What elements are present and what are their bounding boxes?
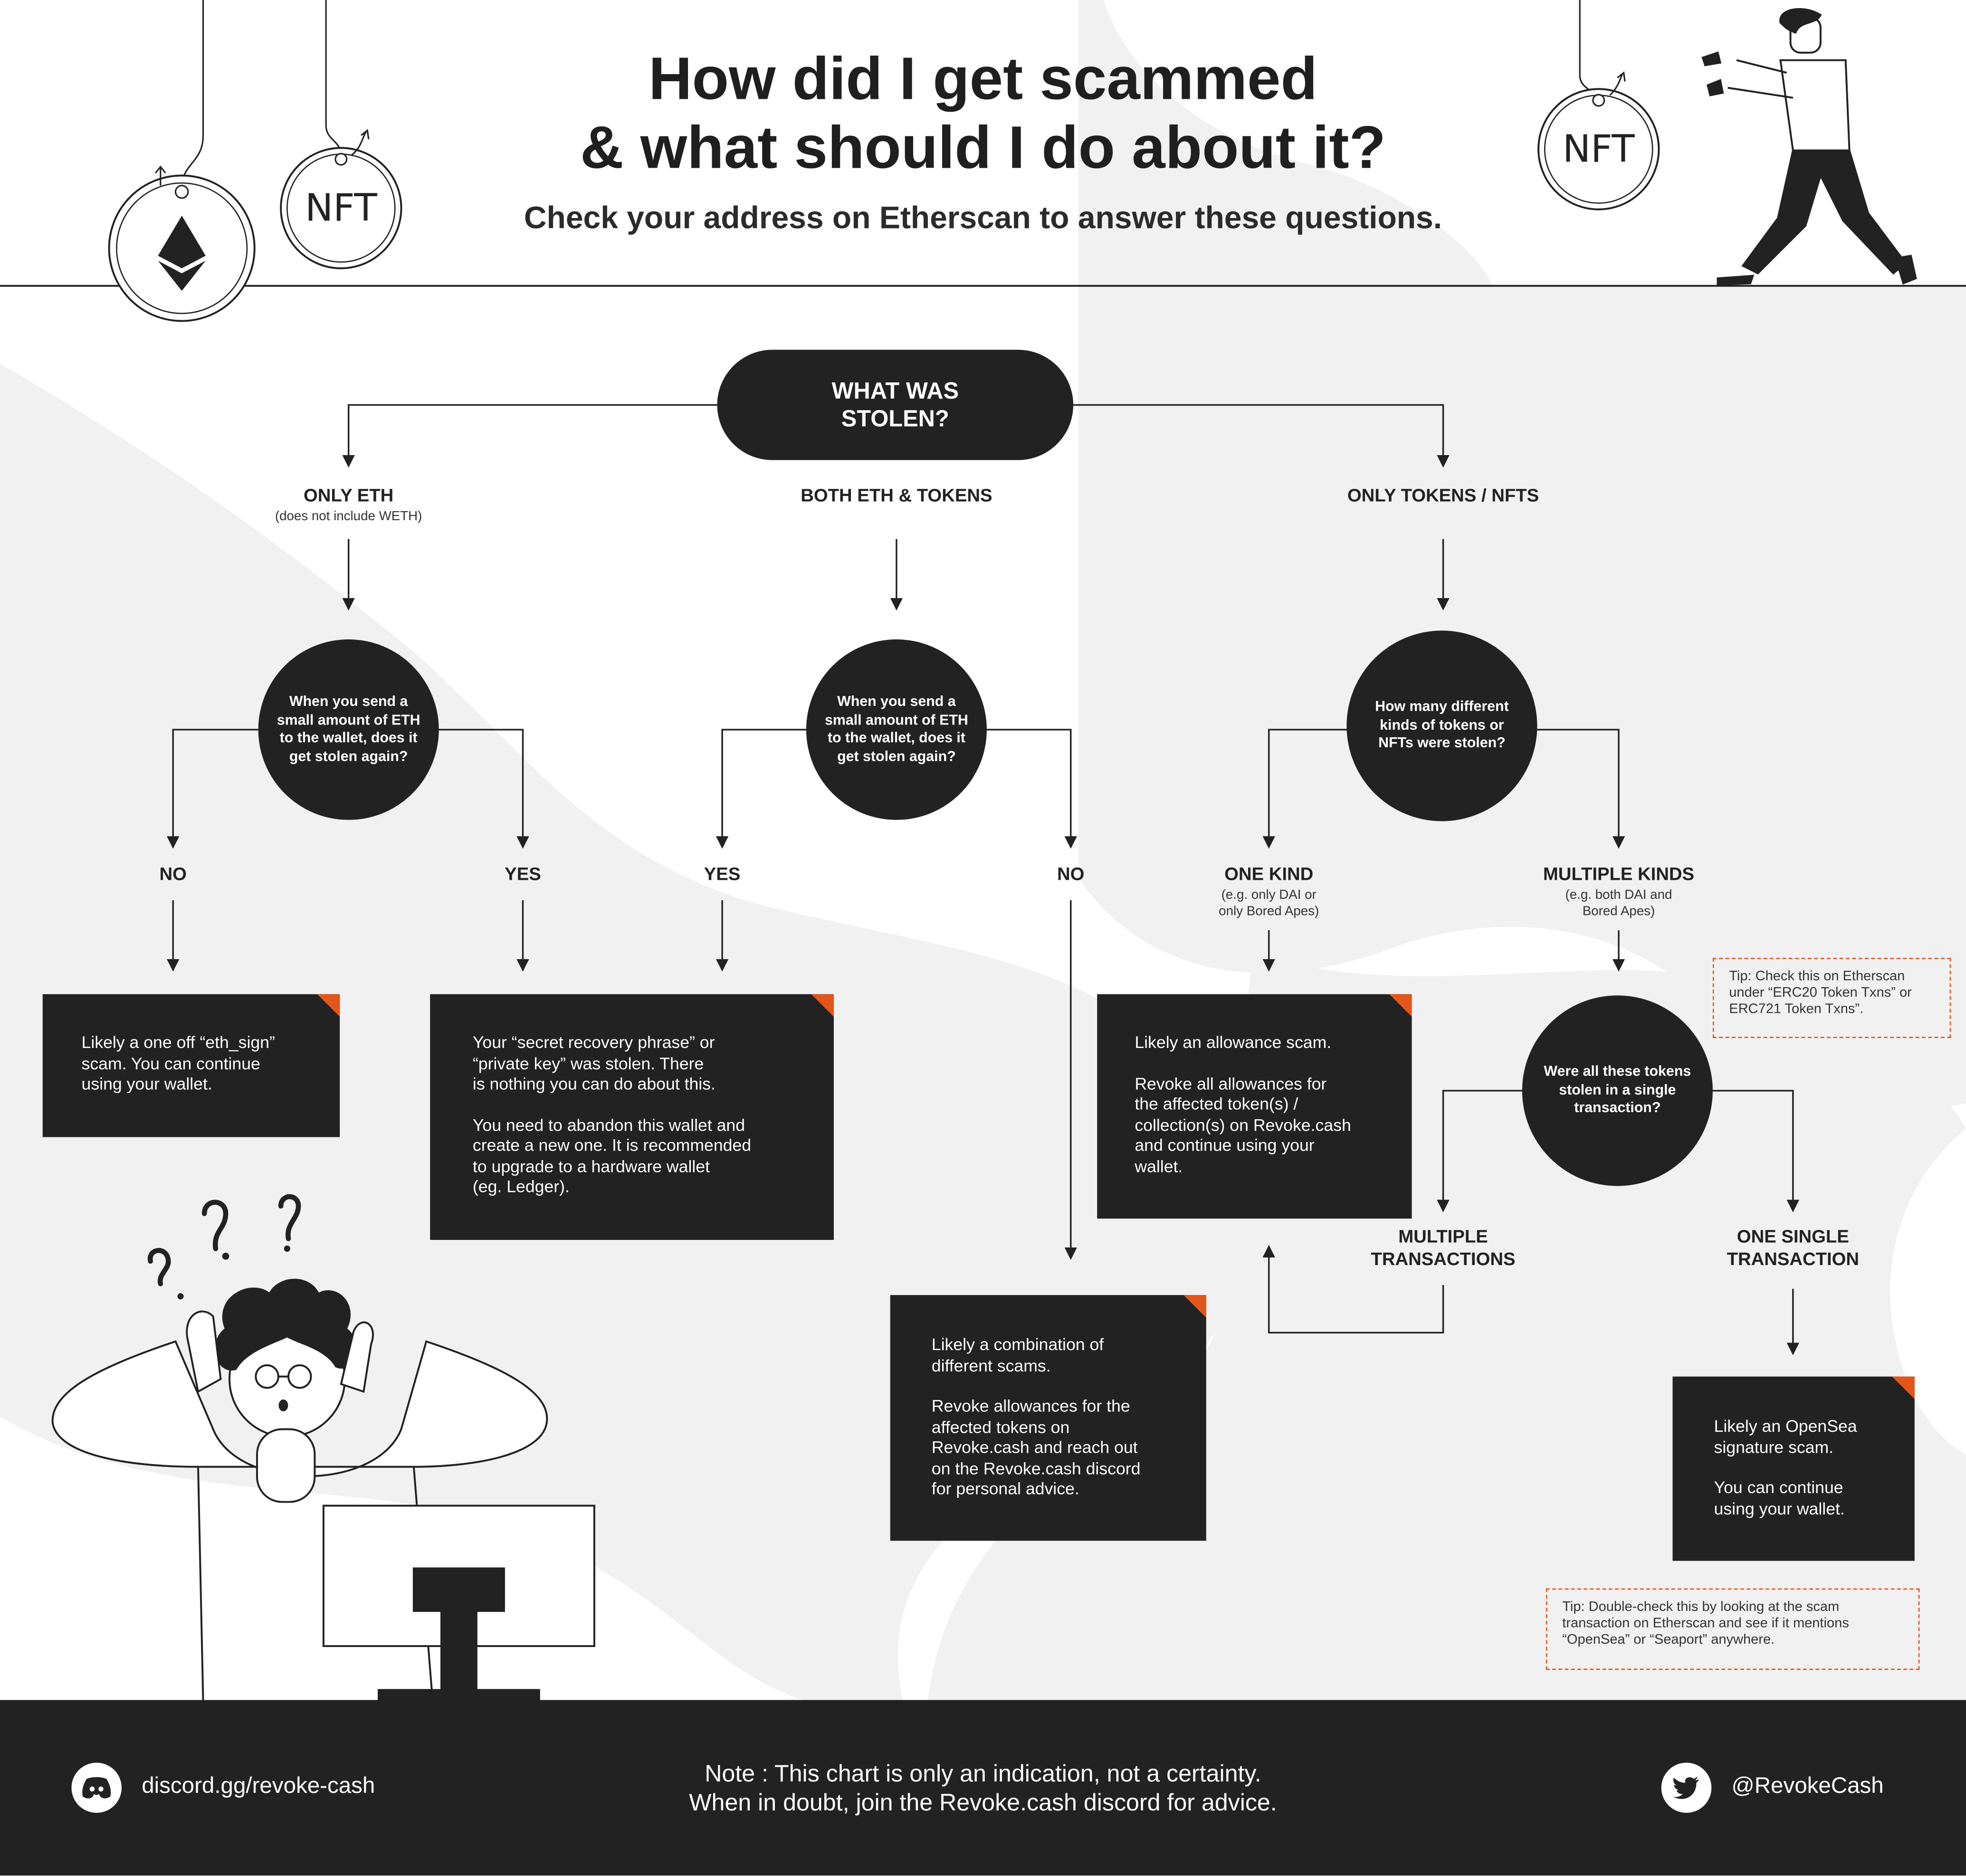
nft-badge-left: NFT	[305, 186, 377, 230]
result-text: Likely a one off “eth_sign” scam. You ca…	[81, 1033, 275, 1094]
root-question-pill: WHAT WAS STOLEN?	[717, 350, 1074, 460]
title-line-1: How did I get scammed	[649, 46, 1317, 113]
background-blob	[1103, 0, 1966, 286]
question-circle-eth-send-both: When you send a small amount of ETH to t…	[806, 639, 987, 820]
result-text: You need to abandon this wallet and crea…	[472, 1115, 752, 1196]
footer-note-line-2: When in doubt, join the Revoke.cash disc…	[689, 1790, 1277, 1817]
result-seed-phrase-stolen: Your “secret recovery phrase” or “privat…	[430, 994, 834, 1240]
answer-multiple-kinds: MULTIPLE KINDS	[1543, 865, 1695, 886]
answer-yes-both: YES	[704, 865, 741, 886]
answer-one-kind: ONE KIND	[1224, 865, 1314, 886]
tip-double-check-opensea: Tip: Double-check this by looking at the…	[1546, 1588, 1920, 1670]
question-text: When you send a small amount of ETH to t…	[277, 695, 420, 764]
question-text: When you send a small amount of ETH to t…	[824, 695, 968, 764]
result-opensea-scam: Likely an OpenSea signature scam. You ca…	[1672, 1376, 1915, 1561]
answer-yes-eth: YES	[505, 865, 541, 886]
page-subtitle: Check your address on Etherscan to answe…	[524, 200, 1442, 236]
corner-fold	[1892, 1376, 1915, 1400]
result-text: Your “secret recovery phrase” or “privat…	[472, 1033, 716, 1094]
result-eth-sign-scam: Likely a one off “eth_sign” scam. You ca…	[42, 994, 340, 1137]
footer: discord.gg/revoke-cash Note : This chart…	[0, 1700, 1966, 1876]
question-circle-kinds: How many different kinds of tokens or NF…	[1346, 630, 1537, 821]
result-text: You can continue using your wallet.	[1714, 1478, 1845, 1518]
answer-multiple-transactions: MULTIPLE TRANSACTIONS	[1371, 1227, 1516, 1270]
nft-badge-right: NFT	[1562, 127, 1635, 171]
discord-icon[interactable]	[71, 1762, 122, 1813]
branch-both: BOTH ETH & TOKENS	[801, 486, 993, 507]
discord-link[interactable]: discord.gg/revoke-cash	[142, 1772, 375, 1798]
branch-only-eth: ONLY ETH	[304, 486, 394, 507]
answer-one-kind-note: (e.g. only DAI or only Bored Apes)	[1219, 887, 1319, 919]
corner-fold	[1183, 1295, 1206, 1318]
corner-fold	[317, 994, 340, 1017]
corner-fold	[1389, 994, 1412, 1017]
answer-multiple-kinds-note: (e.g. both DAI and Bored Apes)	[1565, 887, 1672, 919]
question-circle-single-tx: Were all these tokens stolen in a single…	[1522, 995, 1713, 1186]
question-text: How many different kinds of tokens or NF…	[1375, 700, 1509, 752]
branch-only-tokens: ONLY TOKENS / NFTS	[1347, 486, 1539, 507]
root-question-text: WHAT WAS STOLEN?	[831, 377, 959, 431]
answer-no-eth: NO	[159, 865, 187, 886]
answer-no-both: NO	[1057, 865, 1085, 886]
background-blob	[1890, 1128, 1966, 1455]
page-title: How did I get scammed & what should I do…	[376, 45, 1590, 183]
question-circle-eth-send: When you send a small amount of ETH to t…	[258, 639, 439, 820]
twitter-icon[interactable]	[1661, 1762, 1712, 1813]
question-marks	[148, 1194, 301, 1286]
corner-fold	[811, 994, 834, 1017]
result-allowance-scam: Likely an allowance scam. Revoke all all…	[1097, 994, 1412, 1219]
title-line-2: & what should I do about it?	[580, 115, 1386, 182]
result-combination-scam: Likely a combination of different scams.…	[890, 1295, 1206, 1541]
result-text: Revoke all allowances for the affected t…	[1135, 1074, 1351, 1176]
result-text: Likely an OpenSea signature scam.	[1714, 1417, 1857, 1457]
answer-one-single-transaction: ONE SINGLE TRANSACTION	[1727, 1227, 1860, 1270]
footer-note: Note : This chart is only an indication,…	[481, 1760, 1484, 1818]
twitter-handle[interactable]: @RevokeCash	[1731, 1772, 1884, 1798]
result-text: Revoke allowances for the affected token…	[931, 1396, 1141, 1498]
result-text: Likely an allowance scam.	[1135, 1033, 1332, 1052]
branch-only-eth-note: (does not include WETH)	[275, 509, 422, 524]
result-text: Likely a combination of different scams.	[931, 1335, 1104, 1375]
running-man-illustration	[1701, 8, 1917, 286]
footer-note-line-1: Note : This chart is only an indication,…	[705, 1761, 1261, 1788]
tip-etherscan-token-txns: Tip: Check this on Etherscan under “ERC2…	[1712, 958, 1951, 1038]
question-text: Were all these tokens stolen in a single…	[1544, 1065, 1691, 1116]
